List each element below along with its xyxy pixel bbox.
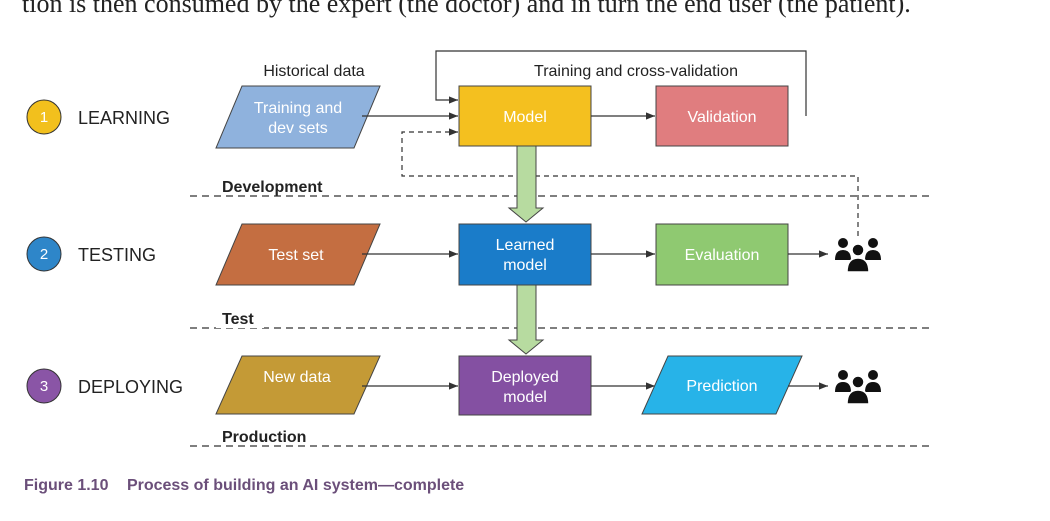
validation-label: Validation bbox=[687, 109, 756, 126]
deployed-model-line2: model bbox=[503, 389, 547, 406]
model-node bbox=[458, 85, 592, 147]
stage-label: LEARNING bbox=[78, 108, 170, 128]
learned-model-line1: Learned bbox=[496, 237, 555, 254]
training-sets-node bbox=[215, 85, 381, 149]
test-set-label: Test set bbox=[268, 247, 324, 264]
development-label: Development bbox=[222, 179, 323, 196]
stage-number: 3 bbox=[40, 378, 48, 395]
figure-caption-text: Process of building an AI system—complet… bbox=[127, 477, 464, 494]
new-data-node bbox=[215, 355, 381, 415]
new-data-label: New data bbox=[263, 369, 331, 386]
stage-number: 1 bbox=[40, 109, 48, 126]
stage-label: TESTING bbox=[78, 245, 156, 265]
figure-number: Figure 1.10 bbox=[24, 477, 109, 494]
stage-number: 2 bbox=[40, 246, 48, 263]
model-label: Model bbox=[503, 109, 547, 126]
learned-model-node bbox=[458, 223, 592, 286]
stage-testing: 2 TESTING bbox=[26, 236, 156, 272]
stage-number-badge bbox=[26, 236, 62, 272]
training-sets-line2: dev sets bbox=[268, 120, 328, 137]
model-to-learned-arrow bbox=[507, 145, 545, 223]
stage-number-badge bbox=[26, 99, 62, 135]
intro-text: tion is then consumed by the expert (the… bbox=[22, 0, 911, 18]
historical-data-label: Historical data bbox=[263, 63, 364, 80]
deployed-model-line1: Deployed bbox=[491, 369, 559, 386]
feedback-dashed-arrow bbox=[401, 128, 859, 236]
stage-learning: 1 LEARNING bbox=[26, 99, 170, 135]
validation-node bbox=[655, 85, 789, 147]
training-sets-line1: Training and bbox=[254, 100, 342, 117]
prediction-node bbox=[641, 355, 803, 415]
cross-validation-loop-arrow bbox=[435, 50, 807, 116]
people-icon bbox=[835, 238, 881, 273]
evaluation-label: Evaluation bbox=[685, 247, 760, 264]
evaluation-node bbox=[655, 223, 789, 286]
stage-number-badge bbox=[26, 368, 62, 404]
figure-caption: Figure 1.10 Process of building an AI sy… bbox=[24, 477, 464, 494]
test-set-node bbox=[215, 223, 381, 286]
learned-to-deployed-arrow bbox=[507, 284, 545, 355]
training-cross-validation-label: Training and cross-validation bbox=[534, 63, 738, 80]
people-icon bbox=[835, 370, 881, 405]
stage-label: DEPLOYING bbox=[78, 377, 183, 397]
stage-deploying: 3 DEPLOYING bbox=[26, 368, 183, 404]
prediction-label: Prediction bbox=[686, 378, 757, 395]
production-label: Production bbox=[222, 429, 306, 446]
test-label: Test bbox=[222, 311, 254, 328]
learned-model-line2: model bbox=[503, 257, 547, 274]
